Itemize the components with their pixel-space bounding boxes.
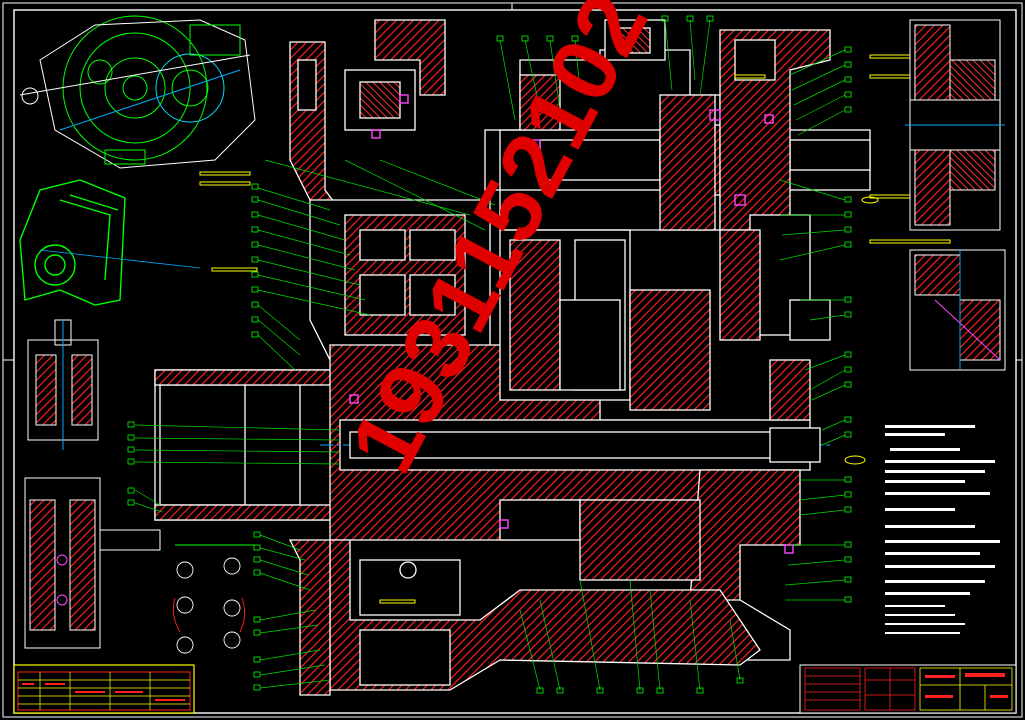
housing-side-view [19, 179, 201, 306]
leader-lines [134, 19, 846, 691]
label-boxes [127, 15, 852, 694]
bolt-detail-group [172, 544, 255, 654]
parts-list-block [13, 664, 195, 714]
main-section-view [154, 19, 871, 696]
right-detail-lower [909, 249, 1006, 371]
title-block [799, 664, 1017, 714]
detail-view-lower [24, 477, 161, 649]
technical-notes [885, 425, 1000, 634]
right-detail-upper [905, 19, 1005, 231]
gear-end-view [19, 15, 256, 169]
detail-view-upper [27, 319, 99, 450]
